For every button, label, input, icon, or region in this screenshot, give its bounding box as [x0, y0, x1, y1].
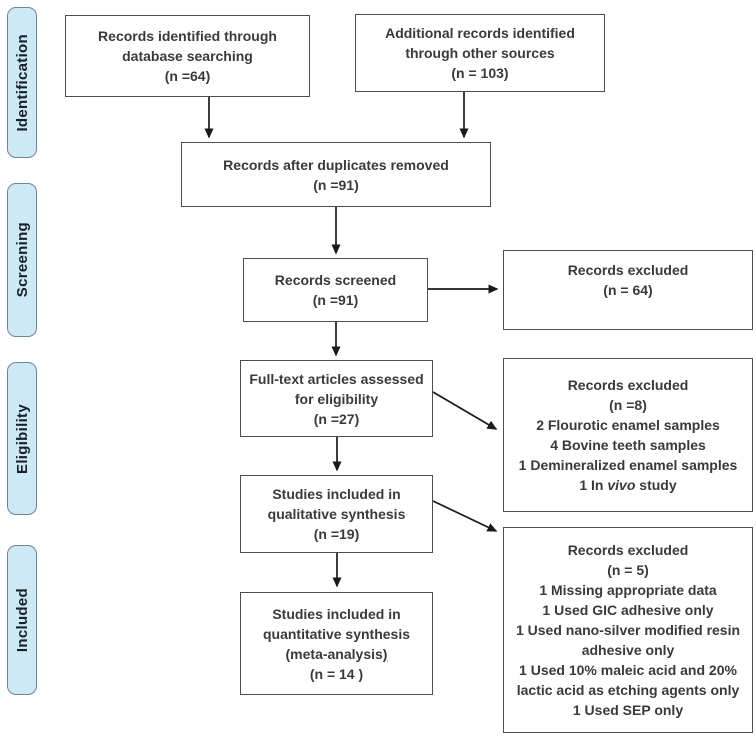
text-line: quantitative synthesis: [262, 625, 411, 642]
box-quantitative-synthesis: Studies included in quantitative synthes…: [240, 592, 433, 695]
text-line: (n =8): [609, 397, 647, 413]
text-line: 1 Used SEP only: [572, 702, 684, 718]
stage-label-text: Identification: [13, 33, 31, 132]
text-line: Records screened: [274, 272, 397, 288]
box-fulltext-assessed: Full-text articles assessed for eligibil…: [240, 360, 433, 437]
text-line: (n = 103): [451, 65, 509, 81]
text-line: database searching: [122, 48, 253, 64]
stage-label-included: Included: [7, 545, 37, 695]
box-excluded-screening: Records excluded (n = 64): [503, 250, 753, 330]
box-records-screened: Records screened (n =91): [243, 258, 428, 322]
box-additional-records: Additional records identified through ot…: [355, 14, 605, 92]
text-line: 1 Used GIC adhesive only: [542, 602, 714, 618]
box-excluded-quantitative: Records excluded (n = 5) 1 Missing appro…: [503, 527, 753, 733]
stage-label-text: Eligibility: [13, 403, 31, 474]
box-duplicates-removed: Records after duplicates removed (n =91): [181, 142, 491, 207]
text-line: Records excluded: [567, 542, 689, 558]
text-line: (n =19): [313, 526, 360, 542]
text-line-meta: (meta-analysis): [247, 644, 426, 664]
text-line: 4 Bovine teeth samples: [550, 437, 706, 453]
italic-text-segment: vivo: [607, 477, 636, 493]
text-line: through other sources: [405, 45, 555, 61]
text-line: Records excluded: [567, 377, 689, 393]
box-excluded-eligibility: Records excluded (n =8) 2 Flourotic enam…: [503, 358, 753, 512]
text-line: Records excluded: [567, 262, 689, 278]
text-line: qualitative synthesis: [267, 506, 406, 522]
stage-label-identification: Identification: [7, 7, 37, 158]
text-line: 2 Flourotic enamel samples: [536, 417, 720, 433]
box-qualitative-synthesis: Studies included in qualitative synthesi…: [240, 475, 433, 553]
text-line: Records after duplicates removed: [223, 156, 449, 173]
text-line: (n = 64): [603, 282, 653, 298]
text-line: (n = 14 ): [309, 665, 364, 682]
text-line: (n = 5): [607, 562, 649, 578]
squiggle-marked-text: ): [382, 645, 388, 662]
text-segment: 1 In: [579, 477, 608, 493]
text-line: 1 Used nano-silver modified resin adhesi…: [515, 622, 741, 658]
text-line: Records identified through: [98, 28, 277, 44]
text-line: Studies included in: [272, 605, 401, 622]
stage-label-text: Screening: [13, 222, 31, 298]
text-line: for eligibility: [294, 390, 379, 407]
text-line: Additional records identified: [385, 25, 575, 41]
box-records-identified: Records identified through database sear…: [65, 15, 310, 97]
text-line: 1 Used 10% maleic acid and 20% lactic ac…: [516, 662, 740, 698]
text-line: 1 Demineralized enamel samples: [518, 457, 738, 473]
arrow-qualitative-to-excluded: [432, 500, 498, 532]
text-line: 1 Missing appropriate data: [539, 582, 717, 598]
arrow-fulltext-to-excluded: [432, 391, 498, 430]
text-line: Full-text articles assessed: [249, 370, 424, 387]
text-line: (n =64): [164, 68, 211, 84]
text-segment: study: [635, 477, 677, 493]
text-line: Studies included in: [272, 486, 401, 502]
stage-label-screening: Screening: [7, 183, 37, 337]
text-line: (n =91): [313, 176, 359, 193]
text-segment: (meta-analysis: [285, 645, 383, 662]
text-line: (n =27): [313, 410, 360, 427]
text-line-invivo: 1 In vivo study: [510, 475, 746, 495]
stage-label-text: Included: [13, 587, 31, 653]
text-line: (n =91): [312, 292, 359, 308]
stage-label-eligibility: Eligibility: [7, 362, 37, 515]
